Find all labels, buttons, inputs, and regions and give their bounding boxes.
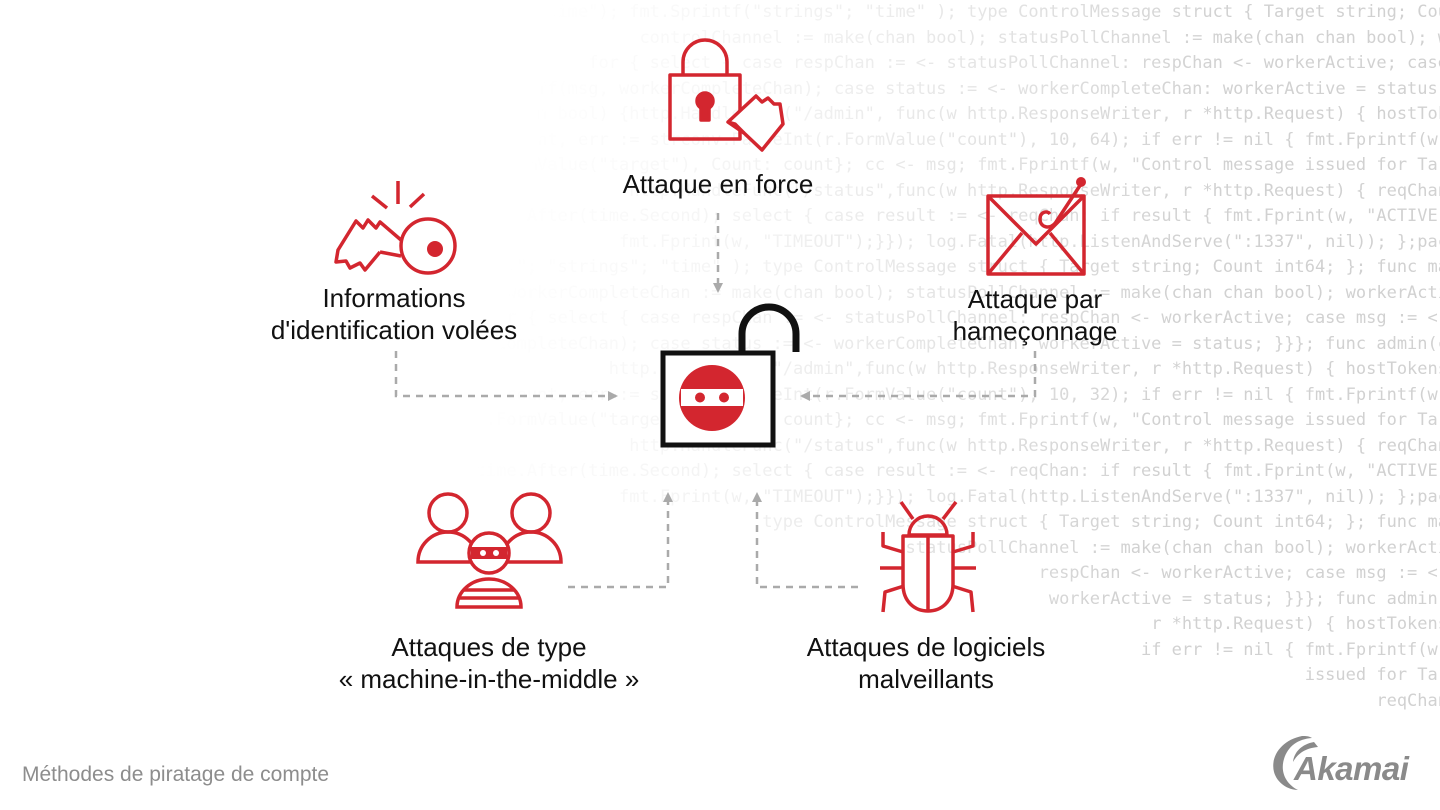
node-label-malware: Attaques de logiciels malveillants bbox=[766, 631, 1086, 695]
phishing-envelope-icon bbox=[986, 177, 1086, 276]
node-label-line: « machine-in-the-middle » bbox=[338, 664, 640, 694]
arrow-right bbox=[800, 351, 1037, 401]
node-label-line: Attaque par bbox=[967, 284, 1103, 314]
arrow-bottom-right bbox=[752, 492, 858, 589]
node-label-machine-in-the-middle: Attaques de type « machine-in-the-middle… bbox=[299, 631, 679, 695]
padlock-hand-icon bbox=[668, 38, 785, 152]
broken-key-icon bbox=[334, 181, 457, 275]
arrow-left bbox=[394, 351, 618, 401]
arrow-bottom-left bbox=[568, 492, 673, 589]
unlocked-padlock-masked-attacker-icon bbox=[660, 303, 800, 448]
node-label-line: Informations bbox=[322, 283, 466, 313]
node-label-line: Attaque en force bbox=[622, 169, 814, 199]
node-label-line: d'identification volées bbox=[270, 315, 518, 345]
footer-caption: Méthodes de piratage de compte bbox=[22, 763, 330, 786]
akamai-logo: Akamai bbox=[1268, 728, 1428, 794]
node-label-line: malveillants bbox=[858, 664, 994, 694]
akamai-logo-text: Akamai bbox=[1294, 750, 1409, 787]
malware-bug-icon bbox=[880, 500, 976, 613]
node-label-brute-force: Attaque en force bbox=[568, 168, 868, 200]
node-label-line: hameçonnage bbox=[952, 316, 1118, 346]
akamai-wave-icon bbox=[1273, 736, 1318, 790]
node-label-line: Attaques de type bbox=[391, 632, 587, 662]
attacker-in-group-icon bbox=[416, 492, 563, 609]
node-label-line: Attaques de logiciels bbox=[806, 632, 1046, 662]
node-label-phishing: Attaque par hameçonnage bbox=[895, 283, 1175, 347]
node-label-stolen-credentials: Informations d'identification volées bbox=[224, 282, 564, 346]
